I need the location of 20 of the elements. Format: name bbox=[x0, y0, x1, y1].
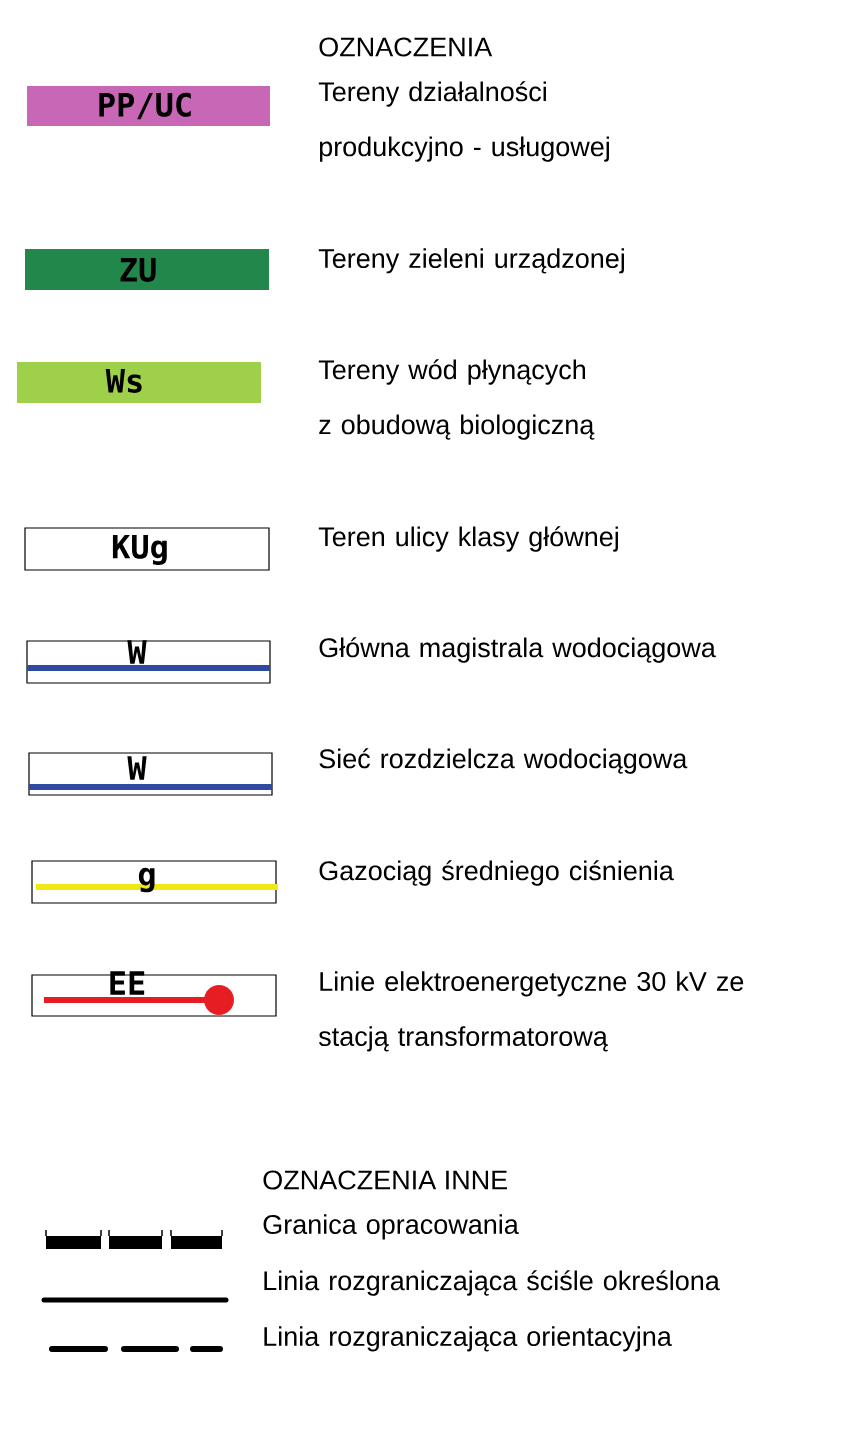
map-code: W bbox=[127, 640, 147, 664]
legend-text: Teren ulicy klasy głównej bbox=[318, 526, 618, 552]
legend-text: Tereny wód płynących z obudową biologiczną bbox=[318, 359, 595, 440]
legend-text: Linia rozgraniczająca orientacyjna bbox=[264, 1326, 672, 1352]
map-code: KUg bbox=[112, 535, 167, 565]
section-heading: OZNACZENIA bbox=[319, 37, 493, 57]
map-code: EE bbox=[110, 971, 145, 995]
map-code: PP/UC bbox=[99, 92, 191, 120]
legend-text: Linia rozgraniczająca ściśle określona bbox=[264, 1270, 720, 1296]
legend-text: Sieć rozdzielcza wodociągowa bbox=[319, 748, 688, 774]
legend-text: Granica opracowania bbox=[263, 1214, 519, 1240]
legend-text: Linie elektroenergetyczne 30 kV ze stacją transformatorową bbox=[318, 971, 744, 1052]
map-code: Ws bbox=[105, 369, 142, 393]
legend-text: Główna magistrala wodociągowa bbox=[319, 637, 716, 663]
map-code: W bbox=[127, 756, 147, 780]
legend-text: Tereny działalności produkcyjno - usługowej bbox=[318, 81, 609, 162]
legend-text: Tereny zieleni urządzonej bbox=[318, 248, 624, 274]
legend-text: Gazociąg średniego ciśnienia bbox=[319, 860, 674, 886]
map-code: ZU bbox=[120, 258, 156, 282]
section-heading: OZNACZENIA INNE bbox=[263, 1170, 508, 1190]
